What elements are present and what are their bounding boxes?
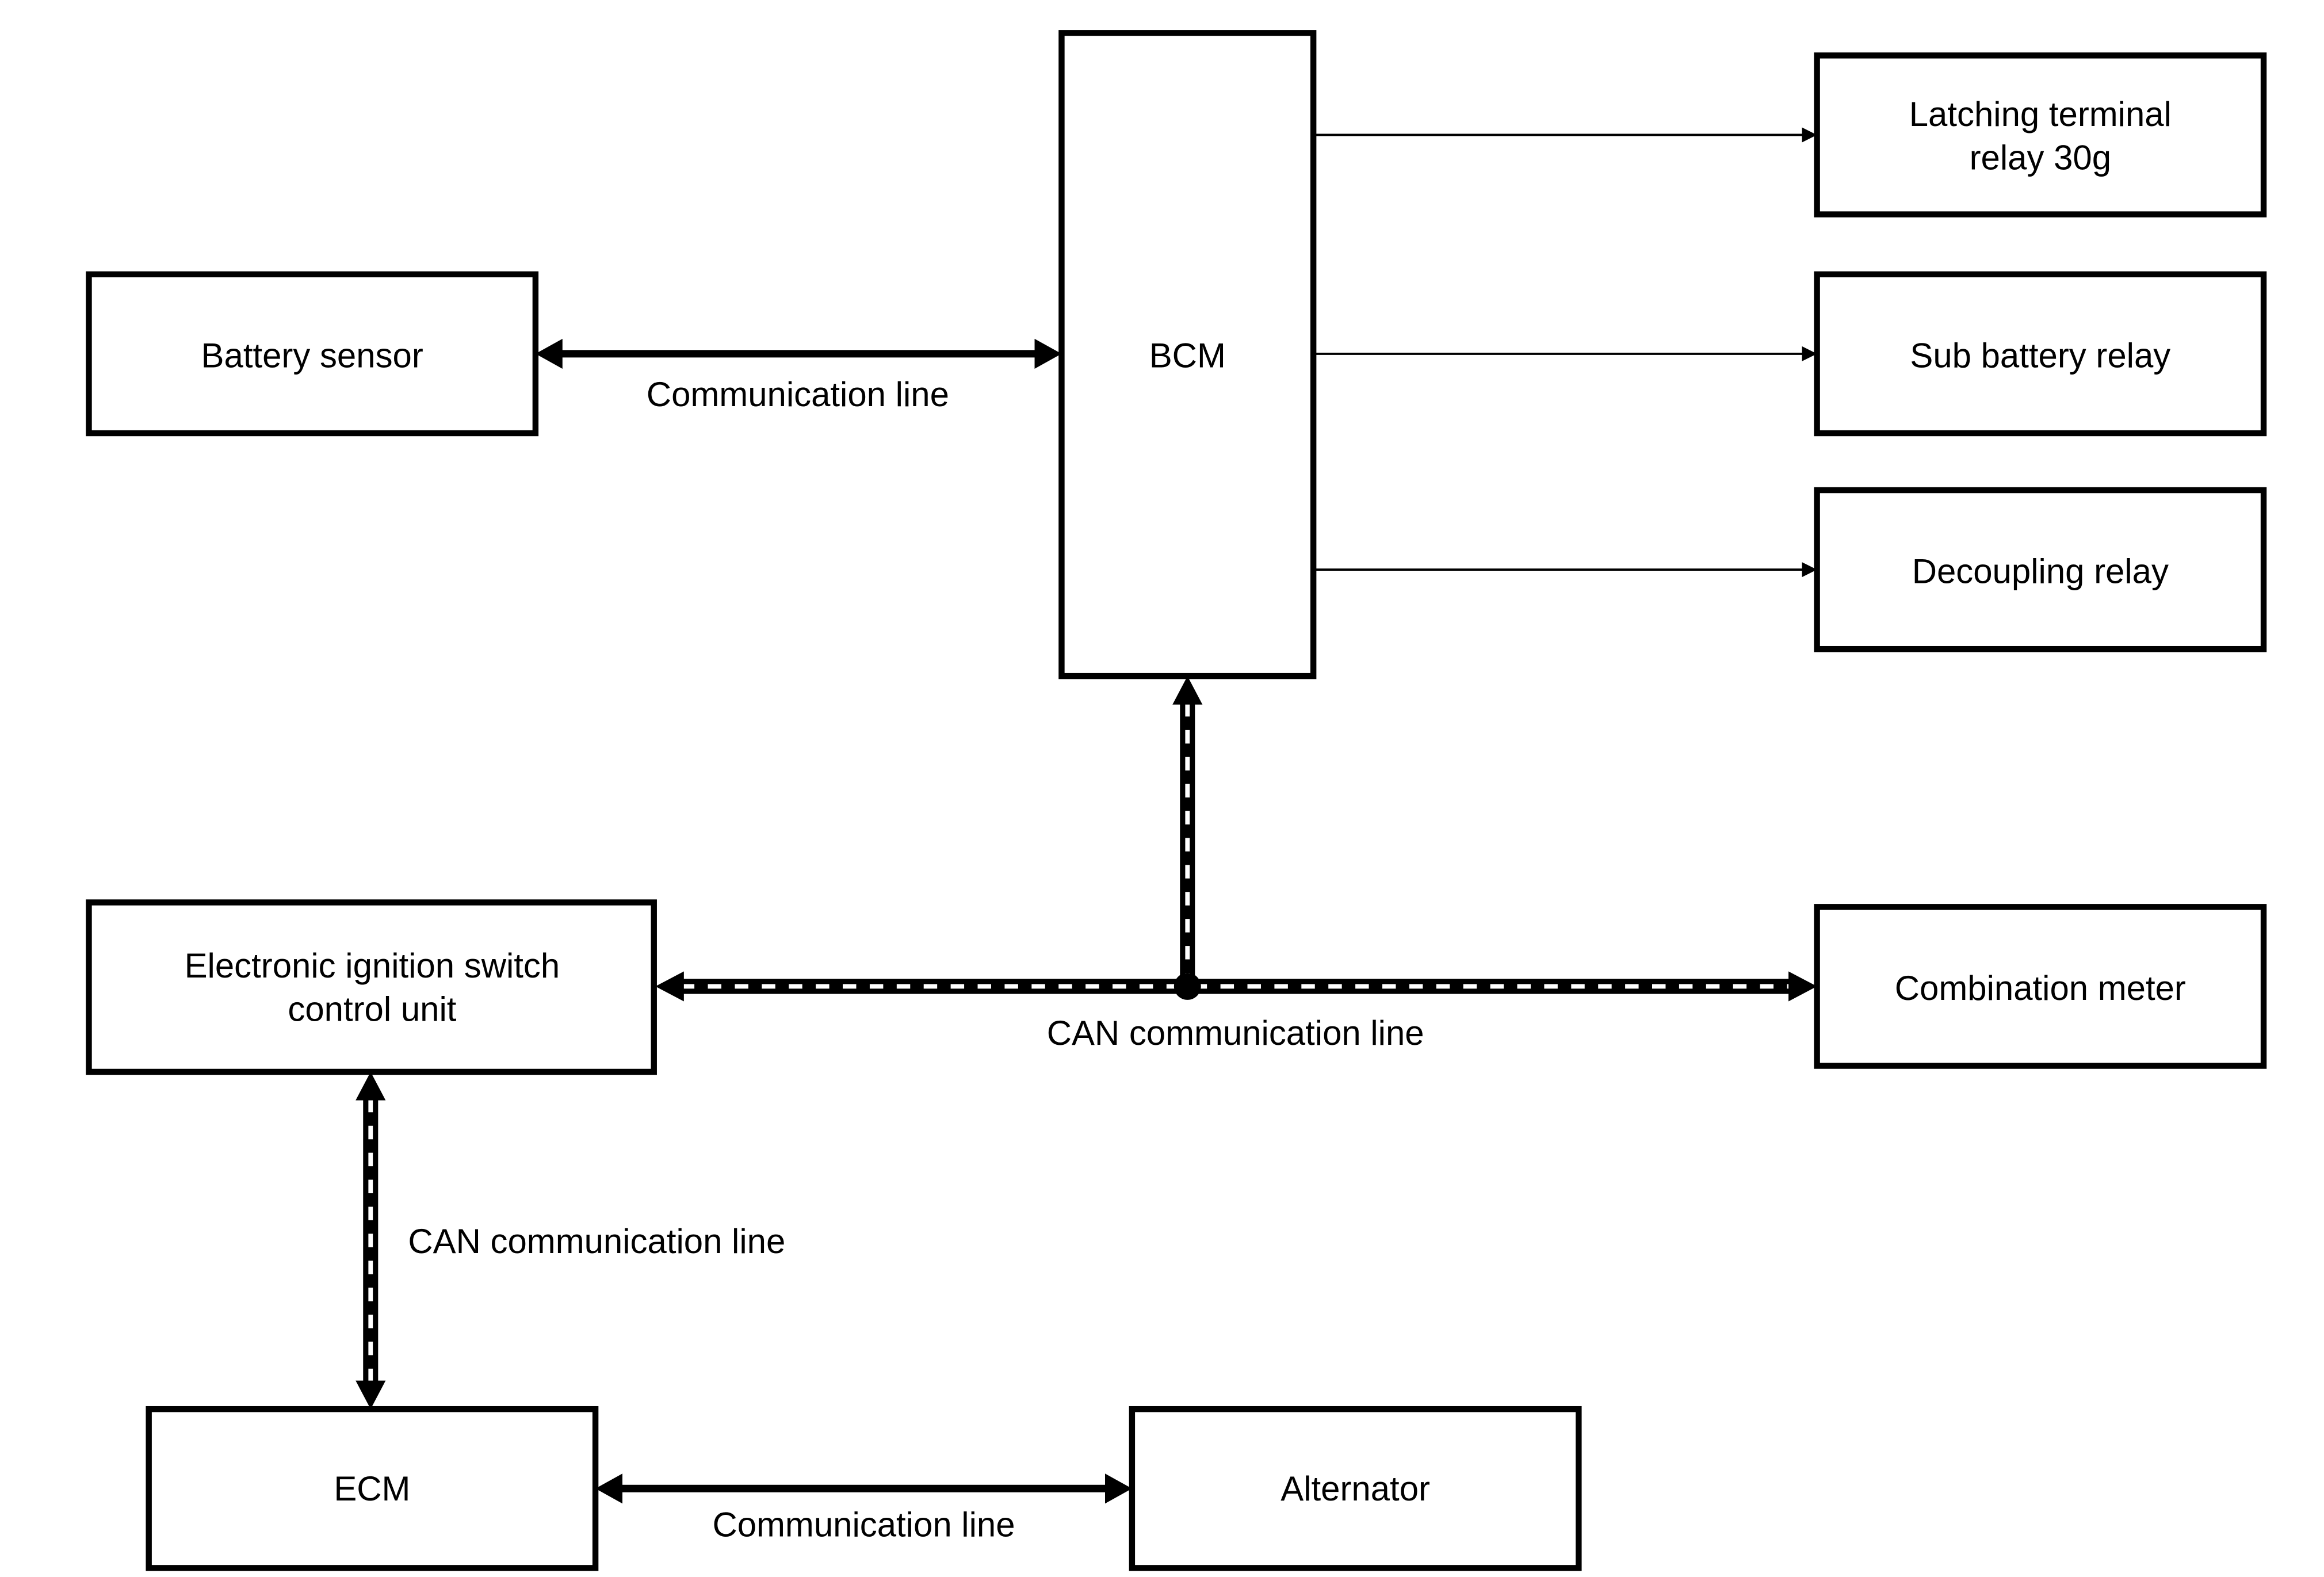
ecm-alternator-line-label: Communication line xyxy=(712,1506,1015,1544)
ignition-unit-label-line1: Electronic ignition switch xyxy=(185,946,560,985)
can-bus-horizontal xyxy=(655,971,1817,1002)
can-bus-ignition-ecm xyxy=(356,1071,386,1410)
latching-relay-label-line1: Latching terminal xyxy=(1909,95,2172,133)
combination-meter-box xyxy=(1814,904,2267,1069)
ecm-label: ECM xyxy=(334,1469,410,1508)
bcm-label: BCM xyxy=(1149,336,1226,375)
ecm-alternator-connector xyxy=(595,1473,1132,1504)
ignition-unit-label-line2: control unit xyxy=(288,990,456,1028)
can-junction-dot xyxy=(1174,972,1201,1000)
sub-battery-relay-label: Sub battery relay xyxy=(1910,336,2170,375)
can-bus-to-bcm xyxy=(1172,676,1203,987)
combination-meter-label: Combination meter xyxy=(1895,969,2186,1007)
battery-sensor-label: Battery sensor xyxy=(201,336,423,375)
latching-relay-box xyxy=(1814,52,2267,217)
bcm-box xyxy=(1058,30,1317,679)
battery-bcm-line-label: Communication line xyxy=(647,375,949,414)
can-main-line-label: CAN communication line xyxy=(1047,1014,1424,1052)
latching-relay-label-line2: relay 30g xyxy=(1970,138,2111,177)
alternator-label: Alternator xyxy=(1281,1469,1430,1508)
ecm-box xyxy=(146,1406,599,1571)
sub-battery-relay-box xyxy=(1814,271,2267,437)
battery-sensor-box xyxy=(86,271,539,437)
alternator-box xyxy=(1129,1406,1582,1571)
ignition-unit-box xyxy=(86,899,657,1075)
can-ecm-line-label: CAN communication line xyxy=(408,1222,785,1261)
decoupling-relay-label: Decoupling relay xyxy=(1912,552,2169,591)
decoupling-relay-box xyxy=(1814,487,2267,652)
battery-bcm-connector xyxy=(535,338,1062,369)
